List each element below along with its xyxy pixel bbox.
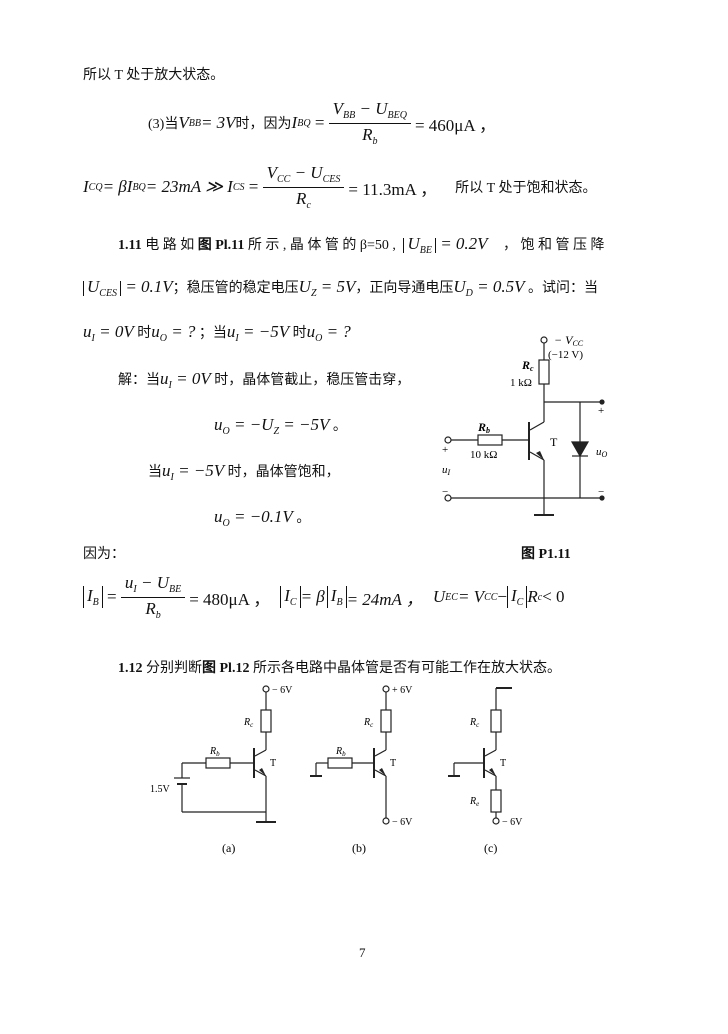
problem-number: 1.11 bbox=[118, 238, 142, 253]
equation-5: IB = uI − UBE Rb = 480μA ， IC = β IB = 2… bbox=[83, 572, 565, 622]
svg-text:Rc: Rc bbox=[469, 717, 480, 729]
solution-line-3: 当uI = −5V 时，晶体管饱和， bbox=[148, 461, 340, 483]
svg-text:10 kΩ: 10 kΩ bbox=[470, 449, 497, 461]
svg-text:T: T bbox=[270, 758, 276, 769]
svg-text:Rb: Rb bbox=[335, 746, 346, 758]
svg-text:Rc: Rc bbox=[363, 717, 374, 729]
ui-terminal bbox=[444, 436, 452, 444]
svg-text:uI: uI bbox=[442, 464, 451, 477]
rb-resistor bbox=[477, 434, 503, 446]
svg-text:(−12 V): (−12 V) bbox=[548, 349, 583, 361]
a-top-terminal bbox=[262, 685, 270, 693]
svg-text:−: − bbox=[598, 486, 604, 498]
circuit-p1-11: − VCC (−12 V) Rc 1 kΩ Rb 10 kΩ T + + uI … bbox=[442, 333, 608, 516]
text-line-1: 所以 T 处于放大状态。 bbox=[83, 68, 225, 83]
svg-text:− 6V: − 6V bbox=[392, 817, 413, 828]
svg-text:Rc: Rc bbox=[243, 717, 254, 729]
svg-text:uO: uO bbox=[596, 446, 608, 459]
svg-text:1.5V: 1.5V bbox=[150, 784, 171, 795]
svg-text:T: T bbox=[500, 758, 506, 769]
svg-text:+: + bbox=[442, 444, 448, 456]
because-label: 因为： bbox=[83, 547, 125, 562]
svg-text:− VCC: − VCC bbox=[554, 333, 584, 348]
svg-text:Rb: Rb bbox=[477, 420, 490, 435]
svg-text:Rb: Rb bbox=[209, 746, 220, 758]
svg-text:Rc: Rc bbox=[521, 358, 534, 373]
svg-text:(c): (c) bbox=[484, 841, 497, 855]
svg-text:−: − bbox=[442, 486, 448, 498]
figure-ref: 图 Pl.12 bbox=[202, 661, 250, 676]
svg-text:T: T bbox=[390, 758, 396, 769]
svg-text:+: + bbox=[598, 405, 604, 417]
solution-line-1: 解：当uI = 0V 时，晶体管截止，稳压管击穿， bbox=[118, 369, 411, 391]
solution-line-2: uO = −UZ = −5V 。 bbox=[214, 415, 347, 437]
rc-resistor bbox=[538, 359, 550, 385]
problem-1-11-line-1: 1.11 电 路 如 图 Pl.11 所 示 , 晶 体 管 的 β=50 , … bbox=[118, 234, 605, 256]
problem-1-11-question: uI = 0V 时uO = ? ；当uI = −5V 时uO = ? bbox=[83, 322, 351, 344]
eq5-fraction: uI − UBE Rb bbox=[120, 573, 186, 621]
svg-text:Re: Re bbox=[469, 796, 479, 808]
eq3-fraction: VBB − UBEQ Rb bbox=[328, 99, 411, 147]
svg-text:+ 6V: + 6V bbox=[392, 685, 413, 696]
figure-caption-p1-11: 图 P1.11 bbox=[521, 547, 571, 562]
svg-text:− 6V: − 6V bbox=[502, 817, 523, 828]
problem-1-12: 1.12 分别判断图 Pl.12 所示各电路中晶体管是否有可能工作在放大状态。 bbox=[118, 661, 561, 676]
solution-line-4: uO = −0.1V 。 bbox=[214, 507, 311, 529]
vcc-terminal bbox=[540, 336, 548, 344]
svg-text:T: T bbox=[550, 435, 558, 449]
svg-text:− 6V: − 6V bbox=[272, 685, 293, 696]
eq4-fraction: VCC − UCES Rc bbox=[262, 163, 345, 211]
circuits-p1-12: − 6V Rc Rb T 1.5V (a) + 6V Rc Rb T − 6V … bbox=[150, 685, 523, 855]
eq3-prefix: (3)当 bbox=[148, 117, 179, 132]
problem-1-11-line-2: UCES = 0.1V；稳压管的稳定电压UZ = 5V，正向导通电压UD = 0… bbox=[83, 277, 598, 299]
problem-number: 1.12 bbox=[118, 661, 143, 676]
svg-text:1 kΩ: 1 kΩ bbox=[510, 377, 532, 389]
figure-ref: 图 Pl.11 bbox=[194, 238, 245, 253]
page-number: 7 bbox=[359, 945, 366, 960]
svg-text:(a): (a) bbox=[222, 841, 235, 855]
eq4-conclusion: 所以 T 处于饱和状态。 bbox=[455, 181, 597, 196]
zener-diode bbox=[570, 441, 590, 458]
svg-text:(b): (b) bbox=[352, 841, 366, 855]
